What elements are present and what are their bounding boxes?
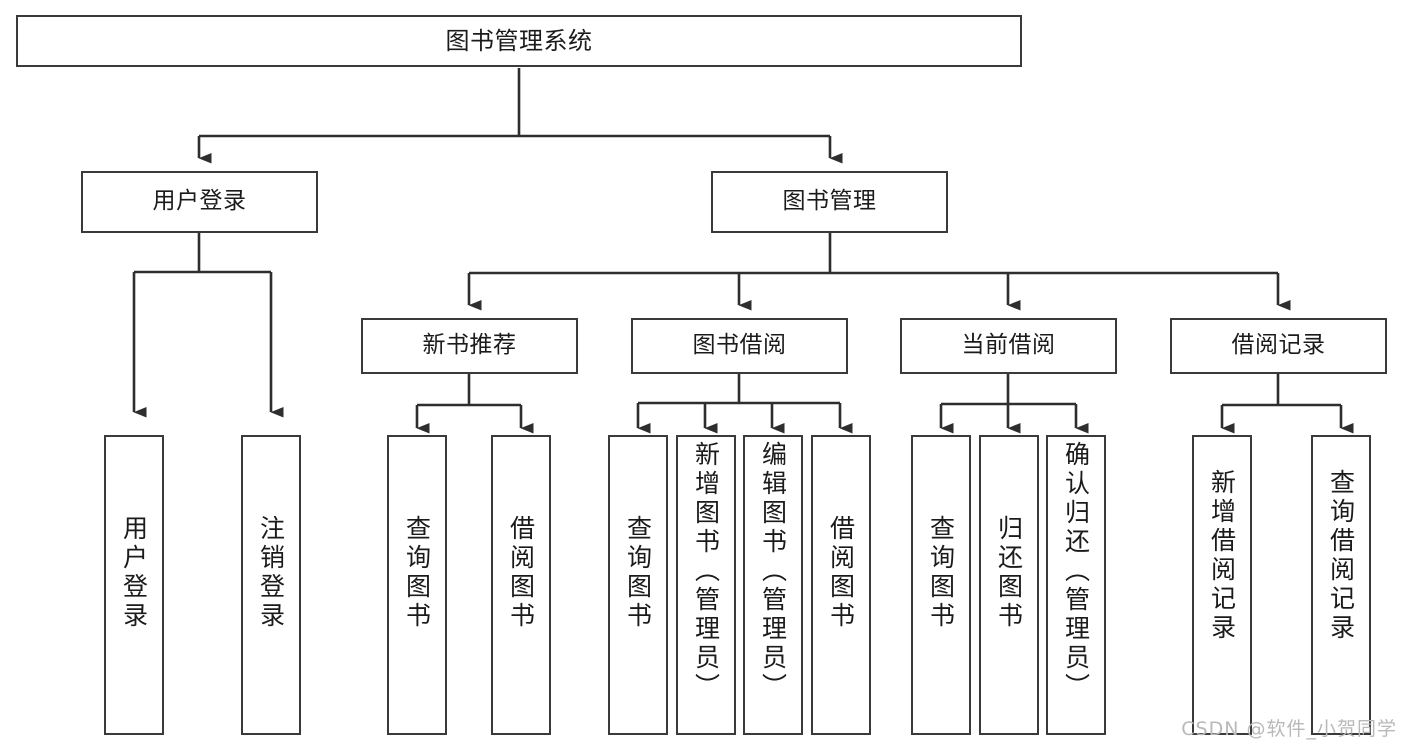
node-label: 查询借阅记录 [1326,469,1356,643]
leaf-edit-book-admin[interactable]: 编辑图书（管理员） [743,435,803,735]
node-label: 借阅图书 [826,515,856,631]
node-label: 查询图书 [402,515,432,631]
node-label: 确认归还（管理员） [1061,441,1091,702]
node-label: 查询图书 [623,515,653,631]
node-label: 借阅记录 [1231,332,1326,359]
node-label: 新增图书（管理员） [691,441,721,702]
node-current-borrow[interactable]: 当前借阅 [900,318,1117,374]
node-root-book-management-system[interactable]: 图书管理系统 [16,15,1022,67]
leaf-query-book-borrow[interactable]: 查询图书 [608,435,668,735]
leaf-query-book-current[interactable]: 查询图书 [911,435,971,735]
leaf-add-borrow-record[interactable]: 新增借阅记录 [1192,435,1252,735]
node-label: 当前借阅 [961,332,1056,359]
node-label: 查询图书 [926,515,956,631]
node-label: 新增借阅记录 [1207,469,1237,643]
node-book-borrow[interactable]: 图书借阅 [631,318,848,374]
node-label: 用户登录 [152,188,247,215]
leaf-confirm-return-admin[interactable]: 确认归还（管理员） [1046,435,1106,735]
leaf-return-book[interactable]: 归还图书 [979,435,1039,735]
leaf-logout[interactable]: 注销登录 [241,435,301,735]
node-label: 借阅图书 [506,515,536,631]
node-label: 新书推荐 [422,332,517,359]
leaf-borrow-book-recommend[interactable]: 借阅图书 [491,435,551,735]
leaf-add-book-admin[interactable]: 新增图书（管理员） [676,435,736,735]
node-label: 注销登录 [256,515,286,631]
leaf-query-book-recommend[interactable]: 查询图书 [387,435,447,735]
node-label: 用户登录 [119,515,149,631]
node-user-login[interactable]: 用户登录 [81,171,318,233]
node-label: 图书管理系统 [445,26,593,55]
leaf-user-login[interactable]: 用户登录 [104,435,164,735]
watermark-csdn: CSDN @软件_小贺同学 [1181,718,1397,740]
leaf-borrow-book[interactable]: 借阅图书 [811,435,871,735]
node-new-book-recommend[interactable]: 新书推荐 [361,318,578,374]
node-borrow-record[interactable]: 借阅记录 [1170,318,1387,374]
node-label: 编辑图书（管理员） [758,441,788,702]
node-label: 图书管理 [782,188,877,215]
leaf-query-borrow-record[interactable]: 查询借阅记录 [1311,435,1371,735]
node-label: 图书借阅 [692,332,787,359]
node-label: 归还图书 [994,515,1024,631]
node-book-management[interactable]: 图书管理 [711,171,948,233]
